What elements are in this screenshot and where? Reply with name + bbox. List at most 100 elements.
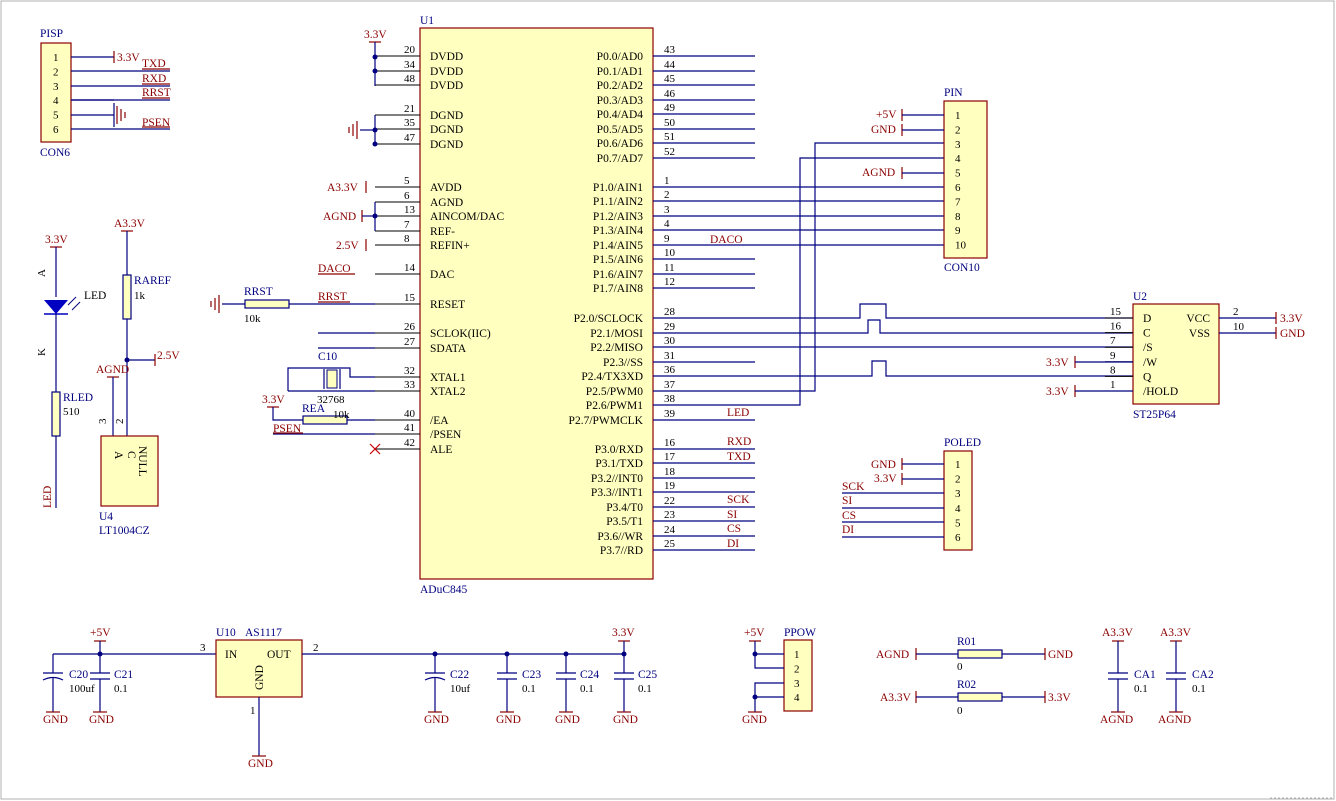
- u1-pin-num: 18: [664, 466, 676, 478]
- u1-pin-num: 22: [664, 495, 675, 507]
- u1-power-net: 3.3V A3.3V AGND 2.5V: [323, 29, 387, 252]
- poled-pin-num: 2: [955, 474, 961, 486]
- u1-pin-name: DVDD: [430, 66, 463, 78]
- u1-pin-num: 32: [404, 365, 415, 377]
- poled-net-gnd: GND: [871, 459, 896, 471]
- u1-right-wires: DACO LED RXD TXD SCK SI CS DI: [653, 55, 1133, 551]
- u1-pin-num: 30: [664, 335, 676, 347]
- r02-resistor: [957, 692, 1003, 702]
- crystal-c10: C10 32768: [287, 351, 375, 406]
- u1-pin-num: 21: [404, 103, 415, 115]
- u1-pin-num: 39: [664, 408, 676, 420]
- si-net-right: SI: [727, 509, 737, 521]
- u1-pin-name: P2.1/MOSI: [590, 328, 643, 340]
- daco-net-left: DACO: [318, 263, 351, 275]
- u1-pin-num: 49: [664, 102, 676, 114]
- ca2-designator: CA2: [1192, 669, 1214, 681]
- ppow-bottom-net: GND: [742, 714, 767, 726]
- u1-pin-name: P2.4/TX3XD: [581, 371, 643, 383]
- ca1-value: 0.1: [1134, 683, 1148, 695]
- c23-value: 0.1: [522, 683, 536, 695]
- u1-designator: U1: [420, 15, 434, 27]
- xtal-value: 32768: [317, 394, 345, 406]
- ca2-value: 0.1: [1192, 683, 1206, 695]
- pin-con-pin-num: 10: [955, 240, 967, 252]
- u1-pin-name: AVDD: [430, 182, 462, 194]
- pisp-designator: PISP: [40, 28, 63, 40]
- u1-pin-num: 5: [404, 175, 410, 187]
- u1-pin-num: 31: [664, 350, 675, 362]
- u2-pin-num: 7: [1110, 335, 1116, 347]
- led-diode-symbol: [44, 300, 68, 314]
- u1-pin-name: P2.0/SCLOCK: [574, 313, 644, 325]
- u10-out: OUT: [267, 649, 291, 661]
- pisp-pin-num: 3: [53, 81, 59, 93]
- u4-null: NULL: [136, 446, 148, 477]
- pisp-pin-num: 6: [53, 124, 59, 136]
- gnd-u10: GND: [248, 758, 273, 770]
- u4-pin-a: A: [112, 451, 124, 460]
- ca2-gnd: AGND: [1158, 714, 1191, 726]
- c20-designator: C20: [69, 669, 88, 681]
- u1-pin-name: P3.0/RXD: [595, 444, 643, 456]
- poled-pin-num: 4: [955, 503, 961, 515]
- r01-value: 0: [957, 661, 963, 673]
- c22-value: 10uf: [450, 683, 471, 695]
- u1-pin-num: 15: [404, 292, 416, 304]
- u1-pin-num: 52: [664, 146, 675, 158]
- ca1-top-net: A3.3V: [1102, 627, 1134, 639]
- led-section: 3.3V A LED K RLED 510 LED: [36, 234, 106, 508]
- u1-pin-num: 10: [664, 247, 676, 259]
- gnd-c23: GND: [496, 714, 521, 726]
- ppow-body: [783, 639, 813, 712]
- u1-pin-name: /PSEN: [430, 429, 462, 441]
- pisp-body: [40, 42, 72, 143]
- pin-con-pin-num: 5: [955, 168, 961, 180]
- u4-pin-c: C: [125, 451, 137, 459]
- c24-value: 0.1: [580, 683, 594, 695]
- rea-designator: REA: [302, 403, 326, 415]
- pisp-net-rxd: RXD: [142, 73, 166, 85]
- c25-designator: C25: [638, 669, 657, 681]
- ppow-pin-num: 3: [794, 678, 800, 690]
- poled-pin-num: 6: [955, 532, 961, 544]
- u1-pin-name: REF-: [430, 226, 455, 238]
- pin-net-5v: +5V: [876, 109, 897, 121]
- u1-pin-name: XTAL1: [430, 372, 466, 384]
- u2-pin-name: /S: [1143, 342, 1153, 354]
- reference-section: A3.3V RAREF 1k 2.5V AGND 3 2 A C NULL U4…: [96, 218, 180, 537]
- u1-pin-name: P1.7/AIN8: [593, 283, 643, 295]
- u1-pin-name: P2.3//SS: [603, 357, 643, 369]
- u10-part: AS1117: [245, 627, 282, 639]
- ca2-top-net: A3.3V: [1160, 627, 1192, 639]
- pin-designator: PIN: [944, 87, 963, 99]
- c21-value: 0.1: [114, 683, 128, 695]
- u1-body: [419, 27, 654, 580]
- r02-right-net: 3.3V: [1048, 692, 1071, 704]
- led-top-net: 3.3V: [45, 234, 68, 246]
- u1-pin-name: P1.4/AIN5: [593, 240, 643, 252]
- c23-designator: C23: [522, 669, 541, 681]
- u4-part: LT1004CZ: [99, 525, 150, 537]
- u10-pin-out: 2: [313, 642, 319, 654]
- u1-pin-name: P1.3/AIN4: [593, 225, 643, 237]
- gnd-c25: GND: [613, 714, 638, 726]
- u2-pin-name: C: [1143, 328, 1151, 340]
- ppow-top-net: +5V: [744, 627, 765, 639]
- u1-pin-num: 27: [404, 336, 416, 348]
- u2-pin-name: VCC: [1186, 313, 1210, 325]
- regulator-section: +5V C20 100uf GND C21 0.1 GND U10 AS1117…: [42, 627, 657, 770]
- poled-designator: POLED: [944, 437, 981, 449]
- u10-gnd: GND: [254, 665, 266, 690]
- poled-pin-num: 5: [955, 517, 961, 529]
- u1-pin-name: AINCOM/DAC: [430, 211, 504, 223]
- pisp-net-psen: PSEN: [142, 117, 171, 129]
- u1-pin-num: 9: [664, 233, 670, 245]
- u1-pin-num: 4: [664, 218, 670, 230]
- ea-circuit: 3.3V REA 10k PSEN: [262, 394, 381, 455]
- u2-pin-num: 8: [1110, 364, 1116, 376]
